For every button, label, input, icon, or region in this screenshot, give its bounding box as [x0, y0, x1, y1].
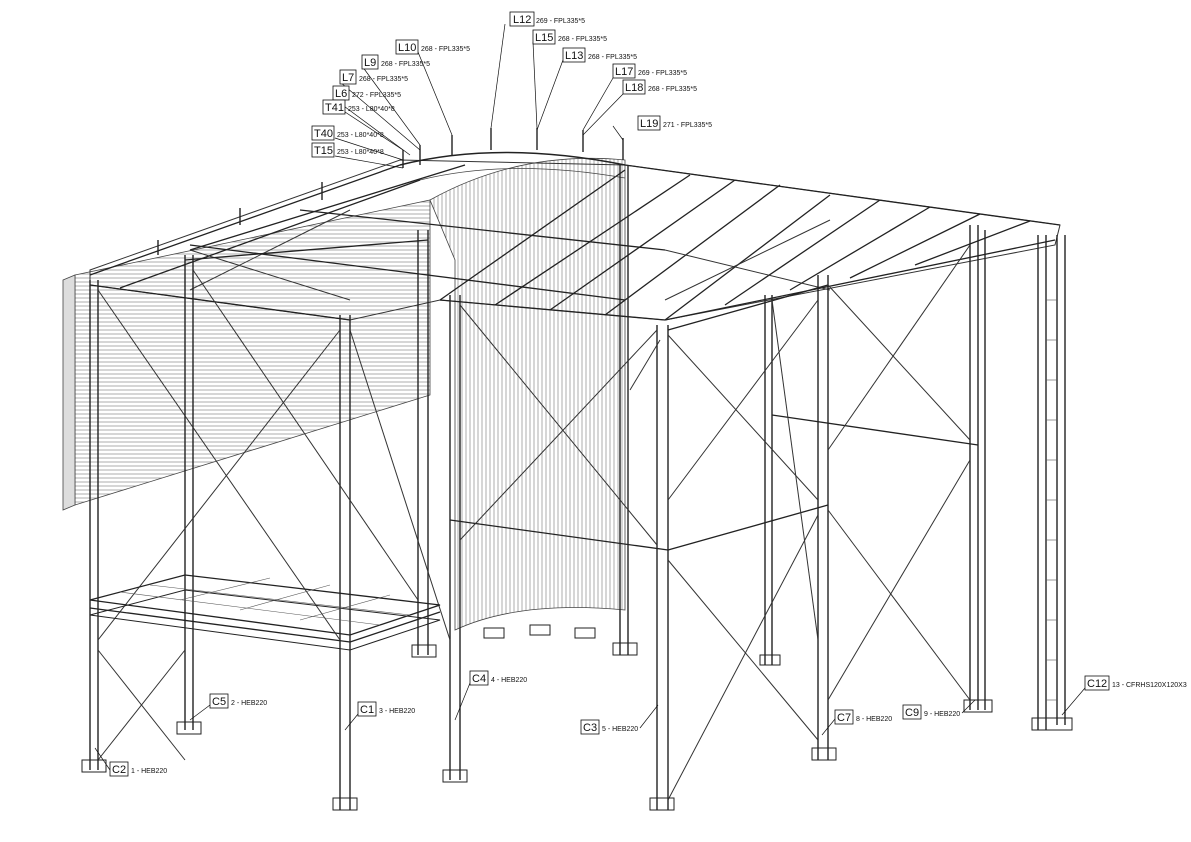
label-c3-tag: C3 [583, 722, 597, 734]
label-c4-tag: C4 [472, 673, 486, 685]
label-l6-tag: L6 [335, 88, 347, 100]
label-t15-desc: 253 - L80*40*8 [337, 149, 384, 156]
label-c1: C1 3 - HEB220 [357, 701, 415, 717]
curved-cladding [429, 158, 626, 631]
label-l13: L13 268 - FPL335*5 [562, 47, 637, 63]
back-wall-cladding [62, 199, 431, 511]
label-l6: L6 272 - FPL335*5 [332, 85, 401, 101]
callout-leaders [94, 23, 1086, 771]
label-l17-tag: L17 [615, 66, 633, 78]
label-t41-desc: 253 - L80*40*8 [348, 106, 395, 113]
label-c9-desc: 9 - HEB220 [924, 711, 960, 718]
ladder-rungs [1046, 299, 1057, 701]
wall-bracing [89, 239, 979, 801]
label-l13-desc: 268 - FPL335*5 [588, 54, 637, 61]
roof-framing [89, 151, 1061, 321]
label-l7: L7 268 - FPL335*5 [339, 69, 408, 85]
label-l18: L18 268 - FPL335*5 [622, 79, 697, 95]
label-l10-tag: L10 [398, 42, 416, 54]
label-c12: C12 13 - CFRHS120X120X3 [1084, 675, 1187, 691]
label-c1-desc: 3 - HEB220 [379, 708, 415, 715]
label-l13-tag: L13 [565, 50, 583, 62]
base-plates [81, 624, 1073, 811]
label-l17-desc: 269 - FPL335*5 [638, 70, 687, 77]
label-l15-desc: 268 - FPL335*5 [558, 36, 607, 43]
label-c2: C2 1 - HEB220 [109, 761, 167, 777]
label-c9-tag: C9 [905, 707, 919, 719]
label-c1-tag: C1 [360, 704, 374, 716]
label-c2-tag: C2 [112, 764, 126, 776]
label-c12-tag: C12 [1087, 678, 1107, 690]
label-t41-tag: T41 [325, 102, 344, 114]
label-t40-desc: 253 - L80*40*8 [337, 132, 384, 139]
label-c7-tag: C7 [837, 712, 851, 724]
label-l12-tag: L12 [513, 14, 531, 26]
label-c2-desc: 1 - HEB220 [131, 768, 167, 775]
label-l12-desc: 269 - FPL335*5 [536, 18, 585, 25]
label-l18-tag: L18 [625, 82, 643, 94]
label-l10-desc: 268 - FPL335*5 [421, 46, 470, 53]
label-l19: L19 271 - FPL335*5 [637, 115, 712, 131]
label-c9: C9 9 - HEB220 [902, 704, 960, 720]
label-l19-tag: L19 [640, 118, 658, 130]
label-t40: T40 253 - L80*40*8 [311, 125, 384, 141]
label-l19-desc: 271 - FPL335*5 [663, 122, 712, 129]
columns [89, 165, 1066, 810]
roof-posts [157, 128, 624, 255]
label-c12-desc: 13 - CFRHS120X120X3 [1112, 682, 1187, 689]
label-l7-desc: 268 - FPL335*5 [359, 76, 408, 83]
label-c5-desc: 2 - HEB220 [231, 700, 267, 707]
label-l7-tag: L7 [342, 72, 354, 84]
label-t15-tag: T15 [314, 145, 333, 157]
label-l18-desc: 268 - FPL335*5 [648, 86, 697, 93]
label-c4-desc: 4 - HEB220 [491, 677, 527, 684]
label-l9-desc: 268 - FPL335*5 [381, 61, 430, 68]
label-t40-tag: T40 [314, 128, 333, 140]
label-c7: C7 8 - HEB220 [834, 709, 892, 725]
label-c5-tag: C5 [212, 696, 226, 708]
label-l9: L9 268 - FPL335*5 [361, 54, 430, 70]
label-c5: C5 2 - HEB220 [209, 693, 267, 709]
label-l6-desc: 272 - FPL335*5 [352, 92, 401, 99]
label-c4: C4 4 - HEB220 [469, 670, 527, 686]
label-l15: L15 268 - FPL335*5 [532, 29, 607, 45]
label-l17: L17 269 - FPL335*5 [612, 63, 687, 79]
label-l9-tag: L9 [364, 57, 376, 69]
label-l15-tag: L15 [535, 32, 553, 44]
label-c3-desc: 5 - HEB220 [602, 726, 638, 733]
label-c7-desc: 8 - HEB220 [856, 716, 892, 723]
label-t41: T41 253 - L80*40*8 [322, 99, 395, 115]
label-t15: T15 253 - L80*40*8 [311, 142, 384, 158]
mezzanine-platform [89, 574, 441, 651]
label-l12: L12 269 - FPL335*5 [509, 11, 585, 27]
label-l10: L10 268 - FPL335*5 [395, 39, 470, 55]
label-c3: C3 5 - HEB220 [580, 719, 638, 735]
